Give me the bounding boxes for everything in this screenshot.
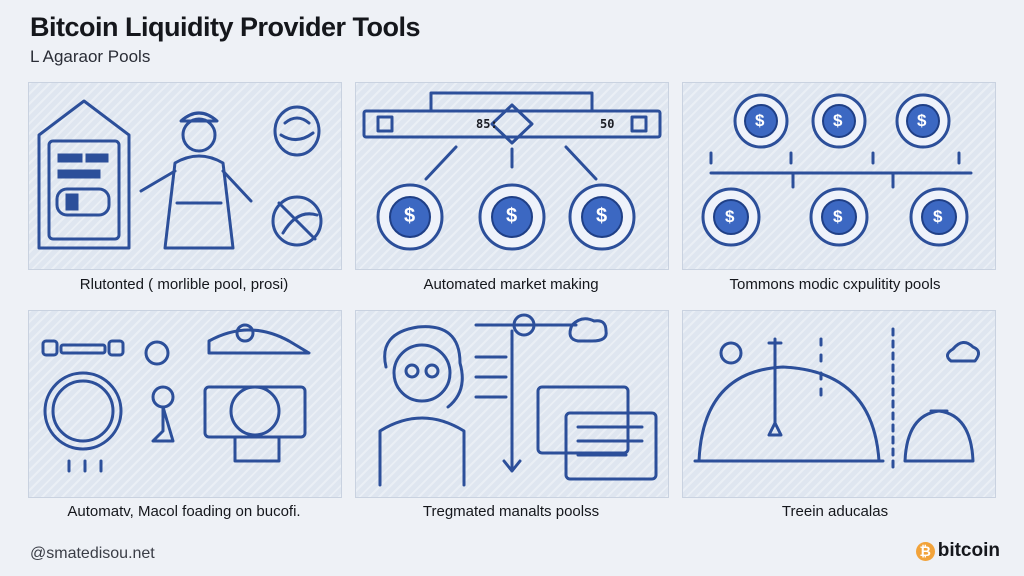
provider-figure-illustration — [37, 99, 323, 250]
bitcoin-brand: ₿ bitcoin — [915, 540, 1000, 562]
analyst-chart-illustration — [378, 313, 658, 487]
panel-coin-network: $ $ $ $ $ $ — [682, 82, 996, 270]
flow-right-label: 50 — [600, 117, 615, 131]
footer-handle: @smatedisou.net — [30, 545, 155, 562]
panel-dome-pool — [682, 310, 996, 498]
brand-label: bitcoin — [937, 540, 1000, 561]
panel-market-making-caption: Automated market making — [423, 276, 599, 293]
dollar-coin-icon: $ — [755, 111, 765, 130]
panel-pool-gauge — [28, 310, 342, 498]
coin-network-illustration — [701, 93, 973, 247]
dollar-coin-icon: $ — [833, 207, 843, 226]
flow-left-label: 85: — [476, 117, 498, 131]
panel-market-making: 85: 50 $ $ $ — [355, 82, 669, 270]
dollar-coin-icon: $ — [725, 207, 735, 226]
dollar-coin-icon: $ — [833, 111, 843, 130]
dollar-coin-icon: $ — [933, 207, 943, 226]
panel-provider-caption: Rlutonted ( morlible pool, prosi) — [79, 276, 289, 293]
panel-pool-gauge-caption: Automatv, Macol foading on bucofi. — [67, 503, 301, 520]
dollar-coin-icon: $ — [917, 111, 927, 130]
page-subtitle: L Agaraor Pools — [30, 47, 151, 66]
bitcoin-logo-icon: ₿ — [915, 541, 935, 561]
dollar-coin-icon: $ — [506, 205, 518, 227]
panel-provider — [28, 82, 342, 270]
pool-gauge-illustration — [41, 323, 311, 473]
panel-coin-network-caption: Tommons modic cxpulitity pools — [729, 276, 941, 293]
panel-analyst — [355, 310, 669, 498]
panel-dome-pool-caption: Treein aducalas — [781, 503, 889, 520]
dome-pool-illustration — [693, 327, 980, 473]
panel-analyst-caption: Tregmated manalts poolss — [422, 503, 600, 520]
page-title: Bitcoin Liquidity Provider Tools — [30, 12, 421, 42]
dollar-coin-icon: $ — [404, 205, 416, 227]
market-making-flow-illustration — [362, 91, 662, 251]
dollar-coin-icon: $ — [596, 205, 608, 227]
